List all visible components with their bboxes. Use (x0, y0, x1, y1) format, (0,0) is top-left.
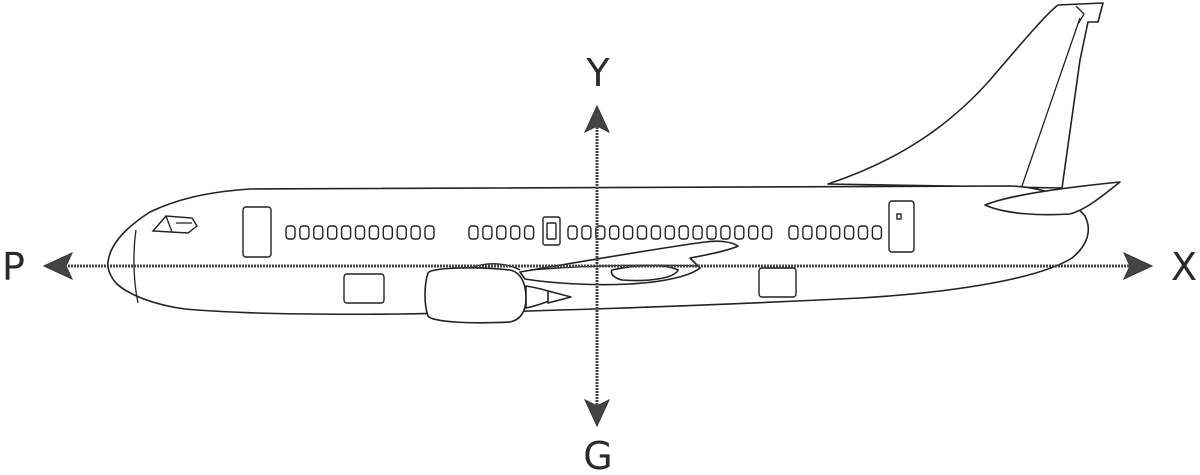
cabin-window (368, 225, 380, 240)
tail-notch (1075, 5, 1085, 25)
engine-nacelle (424, 267, 527, 324)
cabin-window (692, 225, 703, 240)
rear-door (888, 200, 915, 253)
cabin-window (285, 225, 296, 240)
right-arrowhead (1122, 251, 1154, 281)
cabin-window (567, 225, 578, 240)
cabin-window (720, 225, 731, 240)
cabin-window (622, 225, 634, 240)
cabin-window (299, 225, 310, 240)
engine-exhaust-cone (547, 290, 572, 304)
airplane (107, 2, 1121, 324)
cabin-window (468, 225, 479, 240)
vertical-stabilizer (827, 2, 1104, 189)
front-door (242, 206, 272, 258)
cabin-window (327, 225, 338, 240)
cabin-window (636, 225, 648, 240)
cabin-window (761, 225, 773, 240)
cabin-window (523, 225, 535, 240)
label-g: G (583, 434, 612, 475)
rear-door-handle (896, 213, 902, 220)
wing (519, 240, 739, 286)
cabin-window (340, 225, 352, 240)
cabin-window (664, 225, 675, 240)
aft-cargo-door (758, 267, 797, 298)
label-y: Y (585, 51, 610, 95)
horizontal-stabilizer (984, 181, 1121, 216)
cabin-window (410, 225, 421, 240)
cabin-window (382, 225, 393, 240)
cockpit-frame (165, 215, 192, 233)
cabin-windows (285, 225, 883, 240)
cabin-window (424, 225, 435, 240)
cabin-window (313, 225, 324, 240)
left-arrowhead (42, 251, 74, 281)
cabin-window (482, 225, 493, 240)
cabin-window (706, 225, 717, 240)
cabin-window (581, 225, 592, 240)
cabin-window (816, 225, 827, 240)
cabin-window (788, 225, 799, 240)
cabin-window (496, 225, 507, 240)
cabin-window (650, 225, 662, 240)
cabin-window (843, 225, 855, 240)
label-p: P (2, 245, 25, 289)
cockpit-window (151, 215, 198, 234)
cabin-window (871, 225, 883, 240)
cabin-window (678, 225, 689, 240)
rudder-line (1021, 17, 1081, 187)
up-arrowhead (583, 104, 611, 134)
cabin-window (510, 225, 521, 240)
overwing-exit-inner (546, 222, 557, 240)
cabin-window (396, 225, 407, 240)
cabin-window (609, 225, 620, 240)
cabin-window (802, 225, 813, 240)
cabin-window (354, 225, 366, 240)
cabin-window (830, 225, 841, 240)
forward-cargo-door (343, 273, 385, 304)
down-arrowhead (583, 398, 611, 428)
cabin-window (748, 225, 759, 240)
horizontal-axis (42, 251, 1154, 281)
cabin-window (857, 225, 869, 240)
cabin-window (734, 225, 745, 240)
label-x: X (1171, 245, 1197, 289)
vertical-axis (583, 104, 611, 428)
